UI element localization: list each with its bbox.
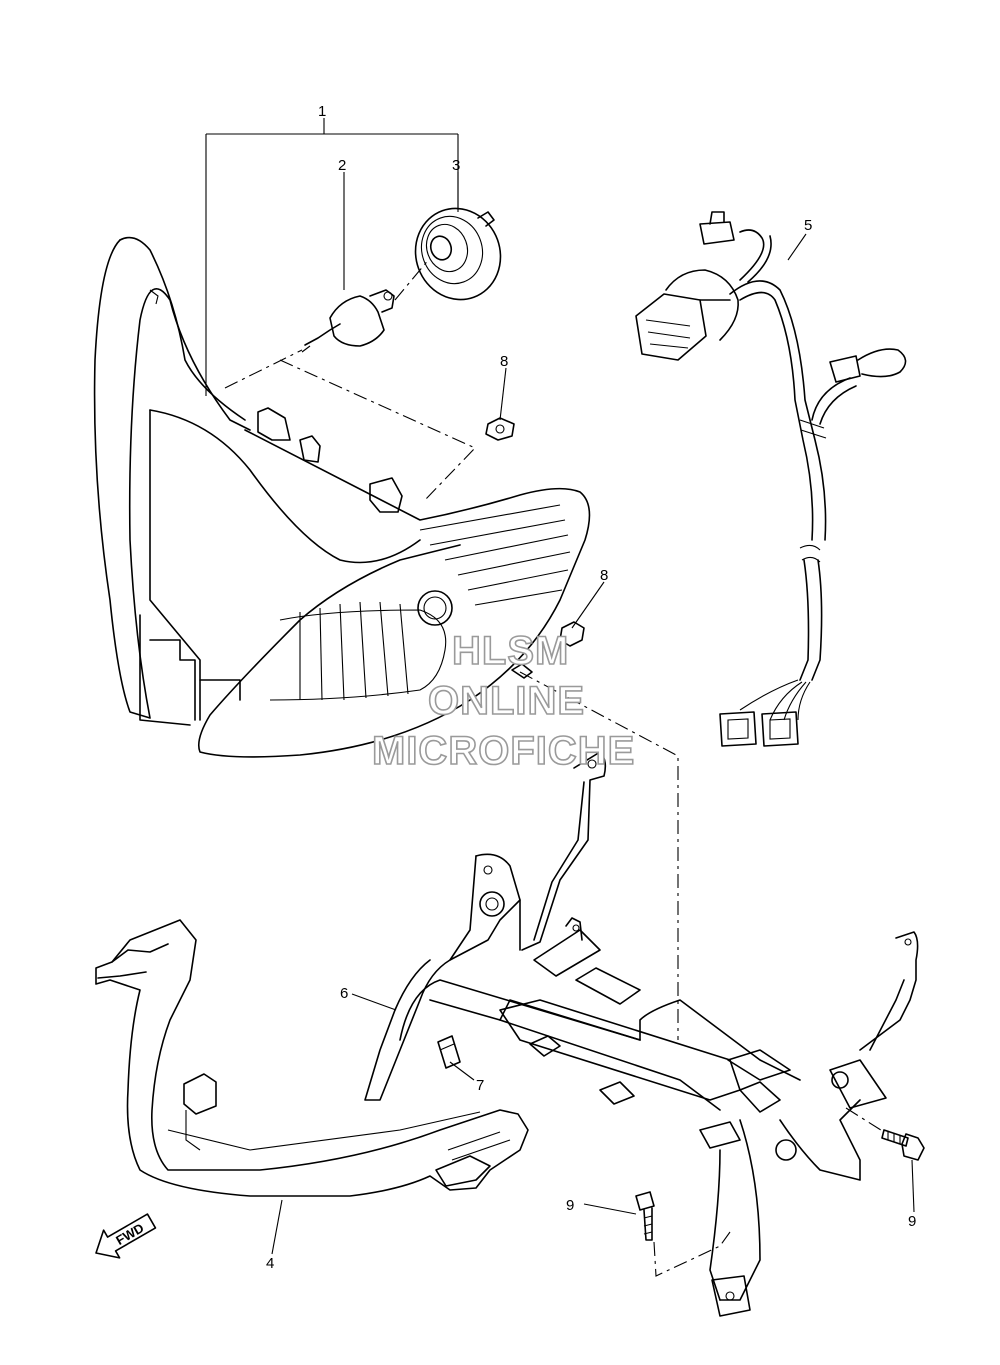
headlight-bulb (301, 289, 395, 353)
assembly-line-stay (519, 671, 679, 1040)
fwd-arrow-icon: FWD (95, 1213, 157, 1259)
callout-7: 7 (476, 1077, 484, 1094)
damper (437, 1035, 461, 1069)
assembly-line-bulb (224, 349, 303, 389)
wire-harness (635, 211, 907, 747)
watermark-line-3: MICROFICHE (372, 729, 635, 773)
callout-4: 4 (266, 1255, 274, 1272)
watermark: HLSM ONLINE MICROFICHE (371, 628, 635, 774)
assembly-line-housing (279, 359, 476, 501)
assembly-line-cover (394, 257, 431, 301)
fwd-label: FWD (113, 1220, 146, 1248)
headlight-stay (364, 751, 919, 1317)
watermark-line-1: HLSM (452, 629, 569, 673)
callout-1: 1 (318, 103, 326, 120)
callout-9-right: 9 (908, 1213, 916, 1230)
callout-8-upper: 8 (500, 353, 508, 370)
callout-2: 2 (338, 157, 346, 174)
bulb-cover (414, 207, 502, 301)
callout-5: 5 (804, 217, 812, 234)
assembly-line-bolt-right (845, 1107, 885, 1133)
nut-lower (511, 621, 585, 679)
assembly-line-bolt (653, 1231, 731, 1277)
headlight-cover (95, 919, 529, 1197)
bolt-right (881, 1129, 925, 1161)
bolt-lower (635, 1191, 655, 1241)
leader-lines (205, 118, 915, 1255)
headlight-assembly (93, 236, 591, 758)
nut-upper (485, 417, 515, 441)
callout-6: 6 (340, 985, 348, 1002)
callout-9-lower: 9 (566, 1197, 574, 1214)
callout-3: 3 (452, 157, 460, 174)
callout-8-lower: 8 (600, 567, 608, 584)
watermark-line-2: ONLINE (428, 679, 585, 723)
